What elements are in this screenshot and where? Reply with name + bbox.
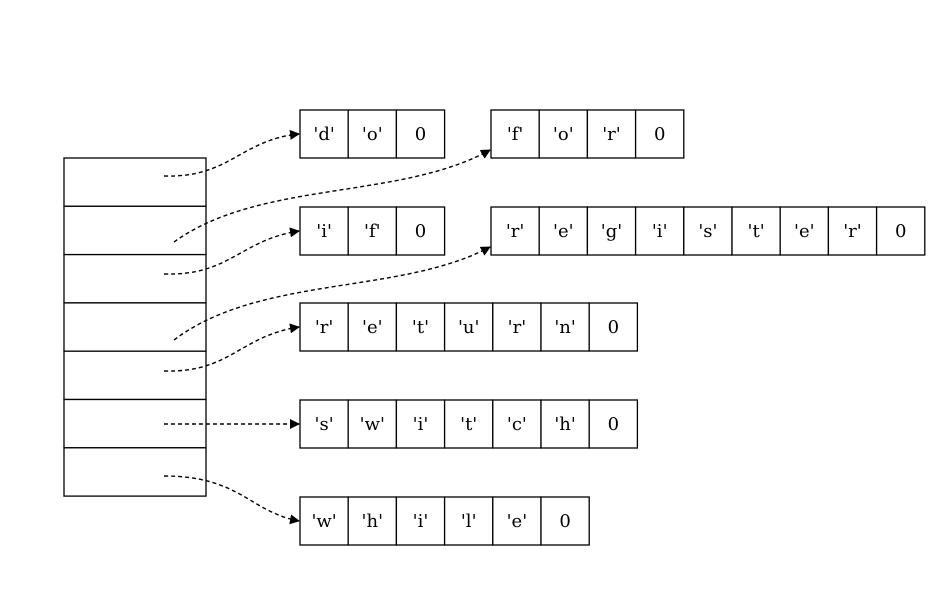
string-arrays: 'd''o'0'f''o''r'0'i''f'0'r''e''g''i''s''… — [299, 109, 926, 546]
char-cell — [634, 109, 685, 159]
char-cell — [492, 399, 542, 449]
char-cell — [395, 496, 446, 546]
char-array-6: 'w' 'h' 'i' 'l' 'e' 0 — [299, 496, 590, 546]
char-label: 'l' — [461, 511, 477, 532]
char-label: 0 — [415, 221, 426, 242]
char-label: 0 — [559, 511, 570, 532]
char-label: 'w' — [360, 414, 385, 435]
pointer-arrow-1 — [173, 149, 491, 243]
char-label: 'f' — [507, 124, 524, 145]
char-label: 'r' — [315, 317, 334, 338]
char-cell — [779, 206, 830, 256]
char-cell — [395, 109, 446, 159]
pointer-arrow-6 — [163, 475, 300, 525]
char-cell — [540, 302, 590, 352]
char-label: 'e' — [507, 511, 528, 532]
char-cell — [299, 109, 349, 159]
char-label: 0 — [608, 317, 619, 338]
pointer-arrow-3 — [173, 246, 491, 341]
char-label: 'r' — [508, 317, 527, 338]
char-cell — [299, 302, 349, 352]
char-label: 'i' — [413, 511, 429, 532]
char-cell — [588, 302, 639, 352]
char-cell — [395, 302, 446, 352]
pointer-slot-6 — [63, 447, 207, 497]
char-label: 'e' — [362, 317, 383, 338]
pointer-slot-4 — [63, 350, 207, 401]
pointer-slot-2 — [63, 253, 207, 304]
char-cell — [443, 302, 494, 352]
char-cell — [634, 206, 685, 256]
pointer-arrows — [163, 129, 491, 525]
char-label: 'e' — [553, 221, 574, 242]
char-cell — [395, 399, 446, 449]
char-label: 't' — [460, 414, 477, 435]
char-label: 'f' — [364, 221, 381, 242]
pointer-slot-0 — [63, 157, 207, 207]
pointer-arrow-4 — [163, 323, 300, 372]
char-label: 'g' — [601, 221, 622, 242]
pointer-arrow-2 — [163, 227, 300, 275]
char-label: 'o' — [553, 124, 574, 145]
char-label: 'r' — [506, 221, 525, 242]
char-cell — [827, 206, 878, 256]
char-array-2: 'i' 'f' 0 — [299, 206, 446, 256]
char-cell — [540, 496, 590, 546]
char-cell — [492, 496, 542, 546]
pointer-slot-5 — [63, 398, 207, 449]
char-cell — [875, 206, 926, 256]
char-label: 0 — [608, 414, 619, 435]
char-label: 0 — [654, 124, 665, 145]
char-label: 't' — [748, 221, 765, 242]
char-array-0: 'd' 'o' 0 — [299, 109, 446, 159]
char-label: 'i' — [413, 414, 429, 435]
char-cell — [299, 399, 349, 449]
char-label: 'e' — [794, 221, 815, 242]
char-label: 'd' — [313, 124, 334, 145]
char-label: 'r' — [602, 124, 621, 145]
pointer-slot-3 — [63, 302, 207, 352]
char-cell — [538, 109, 589, 159]
pointer-arrow-0 — [163, 129, 300, 177]
char-cell — [395, 206, 446, 256]
char-label: 's' — [698, 221, 717, 242]
char-label: 'o' — [362, 124, 383, 145]
char-cell — [347, 399, 398, 449]
char-label: 'r' — [843, 221, 862, 242]
char-cell — [731, 206, 781, 256]
char-cell — [538, 206, 589, 256]
char-array-4: 'r' 'e' 't' 'u' 'r' 'n' 0 — [299, 302, 639, 352]
char-array-1: 'f' 'o' 'r' 0 — [490, 109, 685, 159]
char-label: 't' — [412, 317, 429, 338]
char-label: 'h' — [362, 511, 384, 532]
char-array-5: 's' 'w' 'i' 't' 'c' 'h' 0 — [299, 399, 639, 449]
char-cell — [588, 399, 639, 449]
char-label: 'n' — [554, 317, 576, 338]
char-cell — [299, 496, 349, 546]
char-label: 0 — [415, 124, 426, 145]
pointer-slot-1 — [63, 205, 207, 256]
char-label: 'i' — [316, 221, 332, 242]
char-array-3: 'r' 'e' 'g' 'i' 's' 't' 'e' 'r' 0 — [490, 206, 926, 256]
char-cell — [347, 109, 398, 159]
char-label: 's' — [315, 414, 334, 435]
char-label: 'u' — [458, 317, 480, 338]
char-cell — [347, 206, 398, 256]
char-label: 0 — [895, 221, 906, 242]
pointer-array — [63, 157, 207, 497]
char-cell — [443, 496, 494, 546]
char-label: 'w' — [311, 511, 336, 532]
char-cell — [586, 206, 637, 256]
char-cell — [299, 206, 349, 256]
char-label: 'c' — [507, 414, 527, 435]
char-cell — [347, 302, 398, 352]
char-label: 'h' — [554, 414, 576, 435]
char-label: 'i' — [652, 221, 668, 242]
char-cell — [347, 496, 398, 546]
char-cell — [586, 109, 637, 159]
